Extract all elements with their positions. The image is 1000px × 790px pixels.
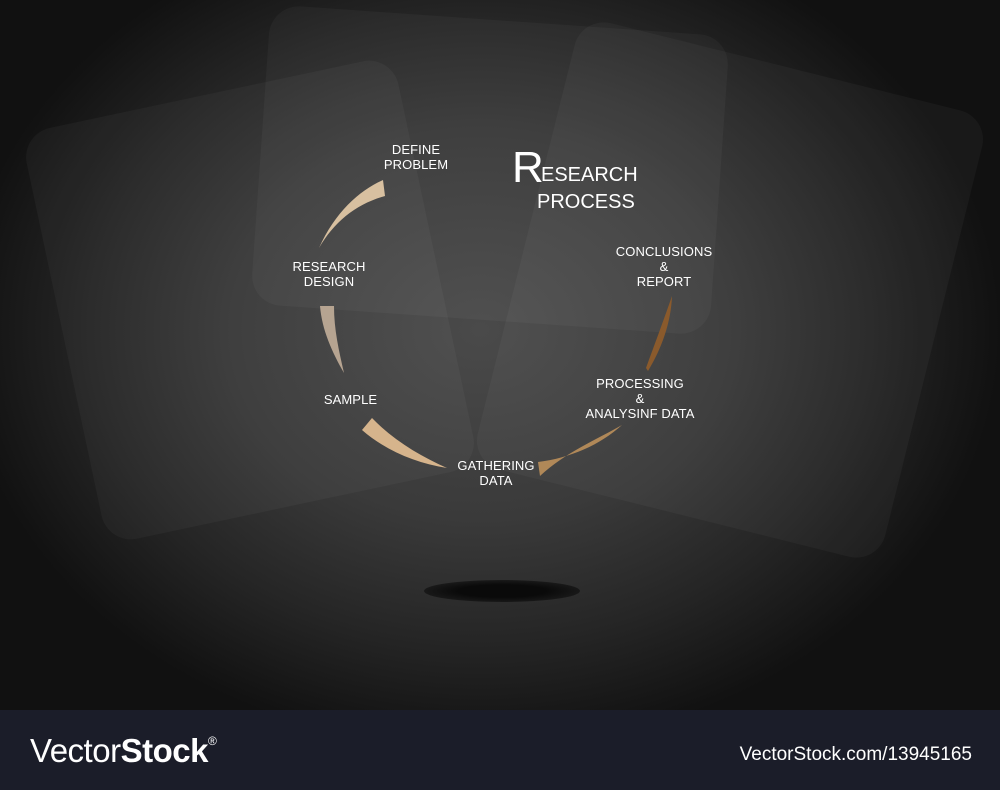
vectorstock-logo: VectorStock®	[30, 732, 217, 770]
logo-text-bold: Stock	[120, 732, 209, 769]
research-cycle-diagram	[319, 180, 672, 476]
watermark-footer: VectorStock® VectorStock.com/13945165	[0, 710, 1000, 790]
title-line-two: PROCESS	[537, 191, 635, 213]
cycle-arrow-processing	[646, 296, 672, 371]
registered-mark: ®	[207, 734, 217, 748]
step-label-sample: SAMPLE	[323, 392, 378, 407]
step-label-gathering-data: GATHERING DATA	[457, 458, 535, 488]
cycle-arrow-gathering-data	[538, 425, 622, 476]
step-label-conclusions: CONCLUSIONS & REPORT	[615, 244, 713, 289]
chalkboard-background: R ESEARCH PROCESS DEFINE PROBLEM RESEARC…	[0, 0, 1000, 710]
floor-shadow	[424, 580, 580, 602]
logo-text-light: Vector	[30, 732, 121, 769]
image-credit: VectorStock.com/13945165	[739, 744, 972, 765]
title-initial: R	[512, 143, 544, 192]
step-label-research-design: RESEARCH DESIGN	[292, 259, 366, 289]
cycle-arrow-research-design	[320, 306, 344, 373]
title-rest: ESEARCH	[541, 164, 638, 186]
cycle-arrow-sample	[362, 418, 447, 468]
cycle-arrow-define-problem	[319, 180, 385, 248]
step-label-define-problem: DEFINE PROBLEM	[383, 142, 449, 172]
step-label-processing: PROCESSING & ANALYSINF DATA	[585, 376, 695, 421]
